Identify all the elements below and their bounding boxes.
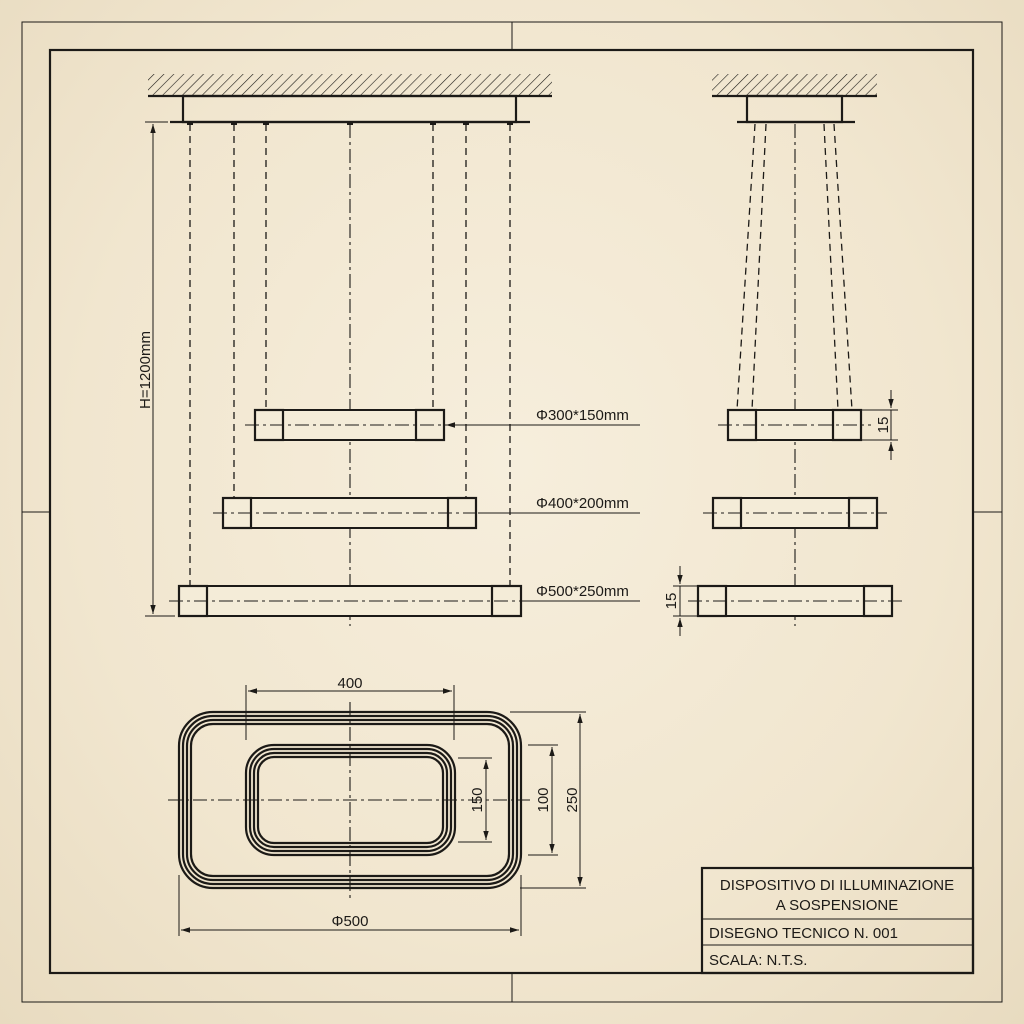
ring-small (245, 408, 455, 442)
plan-view: 400 Φ500 150 100 250 (168, 675, 586, 936)
side-bottom-thickness: 15 (663, 593, 680, 610)
front-view: H=1200mm Φ300*150mm Φ400*200mm Φ500*250m… (137, 74, 640, 626)
ring-large-label: Φ500*250mm (536, 583, 629, 600)
ring-small-label: Φ300*150mm (536, 407, 629, 424)
height-dimension-label: H=1200mm (137, 331, 154, 409)
side-top-thickness: 15 (875, 417, 892, 434)
drawing-scale: SCALA: N.T.S. (709, 952, 807, 969)
side-view: 15 15 (663, 74, 902, 636)
canopy (181, 94, 518, 124)
title-line-2: A SOSPENSIONE (776, 897, 899, 914)
drawing-number: DISEGNO TECNICO N. 001 (709, 925, 898, 942)
plan-outer-width: Φ500 (332, 913, 369, 930)
plan-dim-250: 250 (564, 787, 581, 812)
ring-medium (213, 496, 486, 530)
ceiling-hatch (148, 74, 552, 96)
ring-large (169, 584, 531, 618)
suspension-wires (189, 124, 511, 626)
title-line-1: DISPOSITIVO DI ILLUMINAZIONE (720, 877, 954, 894)
ring-medium-label: Φ400*200mm (536, 495, 629, 512)
sheet-frame (21, 21, 1003, 1003)
plan-inner-width: 400 (337, 675, 362, 692)
title-block: DISPOSITIVO DI ILLUMINAZIONE A SOSPENSIO… (700, 866, 975, 975)
plan-dim-150: 150 (469, 787, 486, 812)
plan-dim-100: 100 (535, 787, 552, 812)
